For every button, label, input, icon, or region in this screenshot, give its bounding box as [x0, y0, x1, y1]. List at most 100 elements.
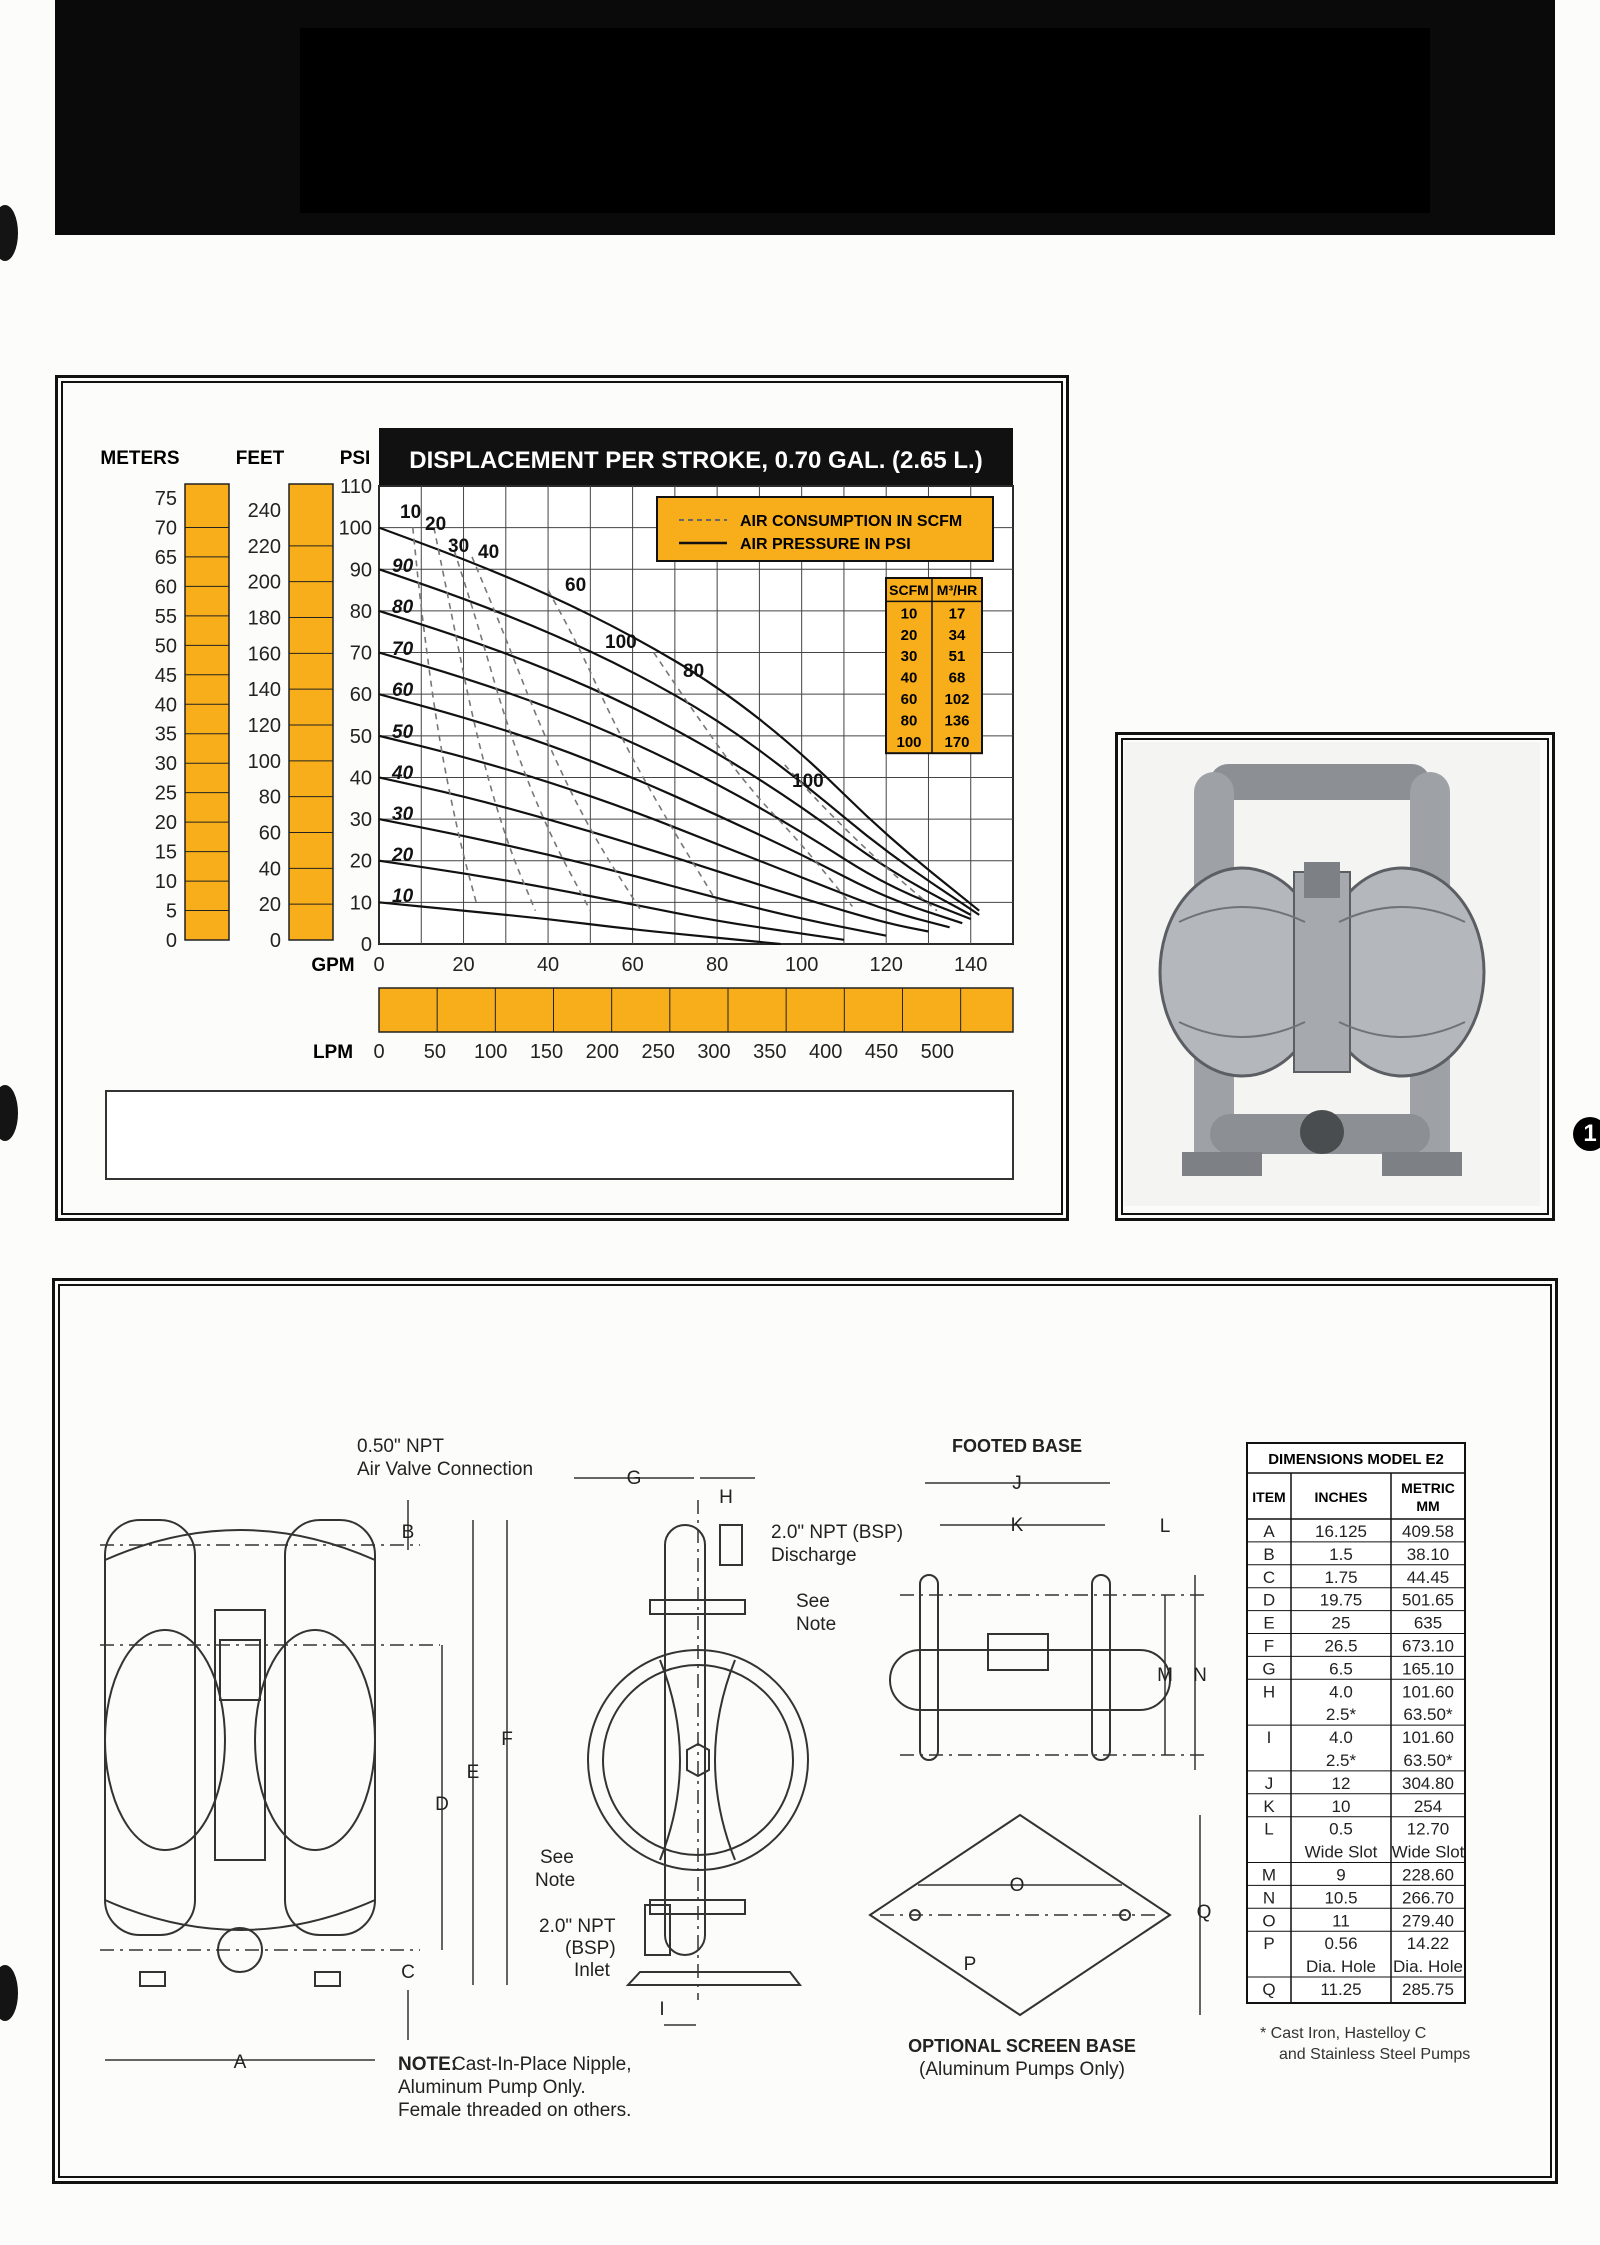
dimensions-row-inches: 11.25: [1320, 1980, 1361, 1999]
dimensions-row-mm: Wide Slot: [1392, 1843, 1465, 1862]
dimensions-row-inches: 11: [1332, 1911, 1350, 1930]
lpm-tick: 300: [697, 1041, 730, 1063]
conversion-table-m3hr: 51: [949, 648, 966, 665]
feet-tick: 160: [248, 643, 281, 665]
footed-base-title: FOOTED BASE: [952, 1436, 1082, 1456]
dimensions-row-inches: 0.5: [1329, 1820, 1353, 1839]
air-pressure-curve-90: [378, 568, 980, 916]
dimensions-header-mm: MM: [1416, 1498, 1439, 1514]
meters-scale-bar: [184, 483, 230, 941]
dimensions-row-mm: 673.10: [1402, 1637, 1454, 1656]
dimensions-footnote-line2: and Stainless Steel Pumps: [1279, 2046, 1470, 2063]
footed-base-body: [889, 1649, 1171, 1711]
feet-tick: 80: [259, 787, 281, 809]
note-line-3: Female threaded on others.: [398, 2100, 631, 2121]
dim-label-l: L: [1160, 1516, 1171, 1537]
front-view-bottom-manifold: [104, 1899, 376, 1931]
conversion-table-m3hr: 34: [949, 627, 966, 644]
dimensions-row-mm: 635: [1414, 1614, 1442, 1633]
chart-title-bar: [379, 428, 1013, 486]
meters-tick: 40: [155, 694, 177, 716]
air-pressure-curve-40: [378, 776, 929, 933]
discharge-callout-line1: 2.0" NPT (BSP): [771, 1522, 903, 1543]
dimensions-row-inches: 2.5*: [1326, 1751, 1357, 1770]
dim-label-q: Q: [1197, 1902, 1212, 1923]
air-pressure-curve-100: [378, 526, 980, 912]
lpm-tick: 0: [373, 1041, 384, 1063]
dim-label-h: H: [719, 1487, 733, 1508]
air-consumption-curve-40: [471, 556, 642, 912]
dimensions-row-mm: 254: [1414, 1797, 1442, 1816]
lpm-tick: 400: [809, 1041, 842, 1063]
dimensions-header-metric: METRIC: [1401, 1480, 1455, 1496]
punch-hole: [0, 1965, 18, 2021]
front-view-right-chamber: [254, 1629, 376, 1851]
front-view-top-manifold: [104, 1529, 376, 1561]
dimensions-row-inches: 10.5: [1324, 1888, 1357, 1907]
dimensions-row-item: K: [1263, 1797, 1275, 1816]
legend-air-consumption: AIR CONSUMPTION IN SCFM: [740, 513, 962, 530]
see-note-top-line1: See: [796, 1591, 830, 1612]
meters-tick: 25: [155, 783, 177, 805]
dimensions-row-mm: 279.40: [1402, 1911, 1454, 1930]
dimensions-row-inches: 25: [1332, 1614, 1351, 1633]
pump-photo: [1124, 742, 1540, 1206]
dimensions-row-item: H: [1263, 1682, 1275, 1701]
feet-tick: 140: [248, 679, 281, 701]
dimensions-row-mm: 63.50*: [1403, 1705, 1453, 1724]
dim-label-j: J: [1012, 1473, 1022, 1494]
dimensions-row-item: B: [1263, 1545, 1274, 1564]
meters-tick: 60: [155, 576, 177, 598]
dim-label-m: M: [1157, 1665, 1173, 1686]
side-view-body: [664, 1524, 706, 1956]
dimensions-row-item: D: [1263, 1591, 1275, 1610]
dimensions-row-item: J: [1265, 1774, 1274, 1793]
feet-tick: 120: [248, 715, 281, 737]
dimensions-row-mm: 266.70: [1402, 1888, 1454, 1907]
punch-hole: [0, 1085, 18, 1141]
air-consumption-curve-label: 100: [605, 632, 637, 653]
air-valve-callout-line1: 0.50" NPT: [357, 1436, 444, 1457]
screen-base-subtitle: (Aluminum Pumps Only): [919, 2059, 1125, 2080]
front-view-right-manifold: [284, 1519, 376, 1936]
pressure-curve-label: 70: [392, 639, 414, 660]
performance-chart-panel: [55, 375, 1069, 1221]
dimensions-row-item: F: [1264, 1637, 1274, 1656]
feet-tick: 20: [259, 894, 281, 916]
air-pressure-curve-50: [378, 734, 950, 929]
gpm-tick: 20: [452, 954, 474, 976]
dimensions-row-inches: 2.5*: [1326, 1705, 1357, 1724]
dimensions-row-item: A: [1263, 1522, 1275, 1541]
pressure-curve-label: 20: [391, 845, 414, 866]
conversion-table-scfm: 60: [901, 691, 918, 708]
meters-tick: 35: [155, 724, 177, 746]
dimensions-header-inches: INCHES: [1315, 1489, 1368, 1505]
dimensions-row-inches: 26.5: [1324, 1637, 1357, 1656]
air-consumption-curve-label: 60: [565, 575, 586, 596]
air-consumption-curve-label: 80: [683, 661, 704, 682]
air-pressure-curve-20: [378, 859, 845, 941]
dimensions-row-mm: 101.60: [1402, 1728, 1454, 1747]
meters-tick: 0: [166, 930, 177, 952]
chart-legend: [656, 496, 994, 562]
feet-tick: 40: [259, 858, 281, 880]
conversion-table-scfm: 20: [901, 627, 918, 644]
chart-title: DISPLACEMENT PER STROKE, 0.70 GAL. (2.65…: [409, 447, 982, 474]
meters-tick: 10: [155, 871, 177, 893]
pump-photo-panel: [1115, 732, 1555, 1221]
dimensions-row-mm: 285.75: [1402, 1980, 1454, 1999]
dimensions-row-inches: 10: [1332, 1797, 1351, 1816]
dimensions-row-mm: 63.50*: [1403, 1751, 1453, 1770]
conversion-table-header: M³/HR: [937, 582, 977, 598]
dimensions-row-inches: 16.125: [1315, 1522, 1367, 1541]
chart-curves: [378, 526, 980, 946]
lpm-scale-divisions: [436, 988, 962, 1032]
conversion-table-header: SCFM: [889, 582, 929, 598]
dimensions-row-item: M: [1262, 1866, 1276, 1885]
psi-label: PSI: [340, 448, 371, 469]
